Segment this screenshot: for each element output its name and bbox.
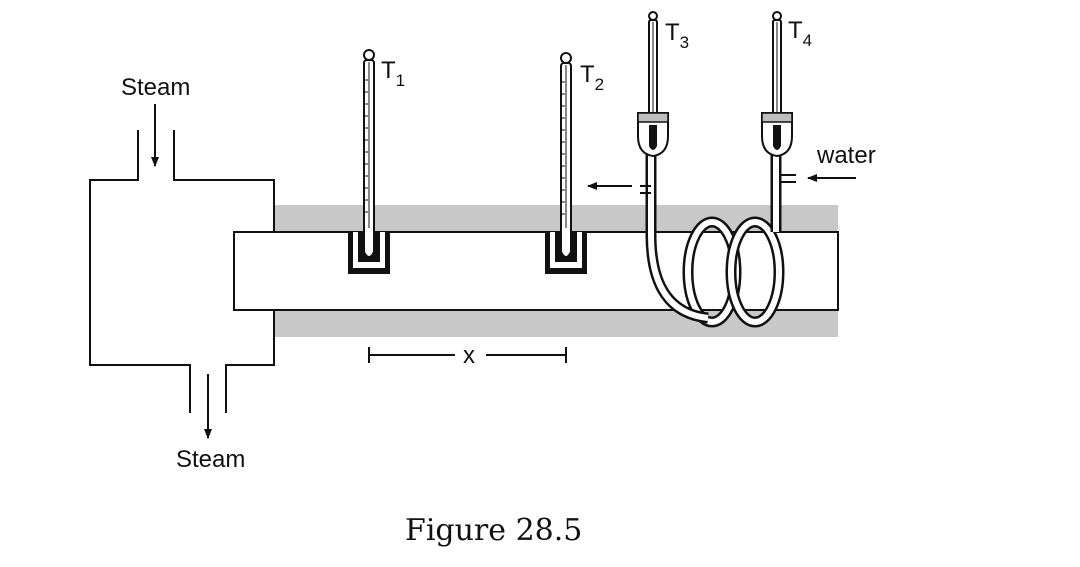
steam-out-label: Steam [176, 446, 245, 473]
distance-label: x [463, 342, 475, 369]
copper-coil [682, 216, 785, 328]
thermometer-t4 [761, 11, 793, 158]
steam-in-label: Steam [121, 74, 190, 101]
t4-label: T4 [788, 17, 812, 50]
metal-bar [233, 231, 839, 311]
figure-caption: Figure 28.5 [405, 513, 582, 548]
distance-marker [368, 347, 567, 363]
t1-label: T1 [381, 57, 405, 90]
thermometer-t1 [363, 49, 375, 258]
thermometer-t2 [560, 52, 572, 258]
coil-outlet-tube [640, 150, 709, 324]
water-label: water [816, 142, 876, 169]
t3-label: T3 [665, 19, 689, 52]
coil-inlet-tube [770, 150, 796, 232]
t2-label: T2 [580, 61, 604, 94]
thermometer-t3 [637, 11, 669, 158]
